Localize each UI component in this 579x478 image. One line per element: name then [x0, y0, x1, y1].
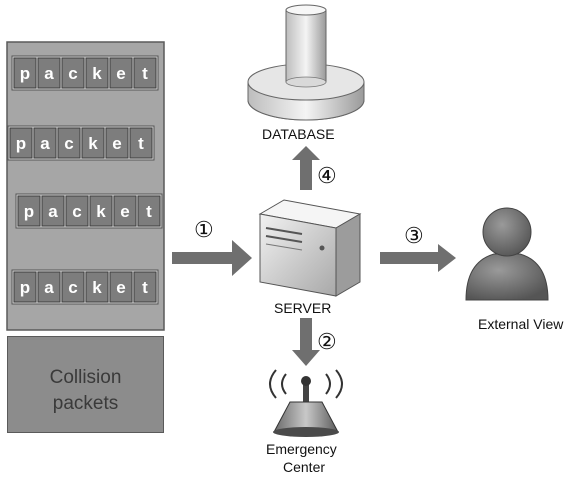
packet-tile — [17, 195, 41, 227]
packet-tile — [85, 271, 109, 303]
server-icon — [258, 199, 362, 297]
packet-tile — [85, 57, 109, 89]
packet-letter: t — [142, 278, 148, 297]
external-view-label: External View — [478, 316, 564, 332]
packet-letter: e — [116, 64, 125, 83]
database-icon — [247, 4, 365, 121]
packet-letter: c — [72, 202, 81, 221]
packet-letter: p — [24, 202, 34, 221]
packet-letter: a — [44, 64, 54, 83]
packet-letter: e — [116, 278, 125, 297]
packet-letter: a — [48, 202, 58, 221]
packet-tile — [109, 271, 133, 303]
packet-tile — [57, 127, 81, 159]
step-1-marker: ① — [194, 217, 214, 242]
collision-label-line2: packets — [52, 393, 119, 414]
packet-letter: e — [120, 202, 129, 221]
packet-letter: k — [92, 64, 102, 83]
packet-letter: k — [92, 278, 102, 297]
packet-letter: c — [68, 278, 77, 297]
packet-letter: a — [44, 278, 54, 297]
packet-tile — [113, 195, 137, 227]
packet-tile — [13, 57, 37, 89]
packet-letter: k — [96, 202, 106, 221]
packet-tile — [89, 195, 113, 227]
packet-tile — [109, 57, 133, 89]
packet-tile — [81, 127, 105, 159]
step-2-marker: ② — [317, 329, 337, 354]
packet-tile — [13, 271, 37, 303]
packet-letter: c — [64, 134, 73, 153]
packet-tile — [41, 195, 65, 227]
database-label: DATABASE — [262, 126, 335, 142]
packet-tile — [133, 57, 157, 89]
packet-letter: p — [20, 278, 30, 297]
packet-tile — [137, 195, 161, 227]
packet-letter: t — [138, 134, 144, 153]
packet-letter: a — [40, 134, 50, 153]
packet-letter: t — [146, 202, 152, 221]
packet-tile — [37, 271, 61, 303]
packet-letter: k — [88, 134, 98, 153]
packet-tile — [61, 271, 85, 303]
siren-icon — [269, 369, 343, 437]
server-label: SERVER — [274, 300, 332, 316]
emergency-center-label-line2: Center — [283, 459, 326, 475]
arrow-to-external-view — [380, 244, 456, 272]
collision-label-line1: Collision — [49, 367, 122, 388]
arrow-to-emergency-center — [292, 318, 320, 366]
arrow-to-server — [172, 240, 252, 276]
packet-tile — [9, 127, 33, 159]
packet-letter: t — [142, 64, 148, 83]
emergency-center-label-line1: Emergency — [266, 441, 337, 457]
step-3-marker: ③ — [404, 223, 424, 248]
step-4-marker: ④ — [317, 163, 337, 188]
packet-tile — [129, 127, 153, 159]
packet-letter: c — [68, 64, 77, 83]
packet-tile — [37, 57, 61, 89]
packet-tile — [33, 127, 57, 159]
packet-tile — [133, 271, 157, 303]
arrow-to-database — [292, 146, 320, 190]
collision-packets-box: Collision packets — [7, 336, 164, 433]
person-icon — [465, 207, 549, 301]
packet-letter: e — [112, 134, 121, 153]
packet-letter: p — [20, 64, 30, 83]
packet-tile — [105, 127, 129, 159]
packet-tile — [65, 195, 89, 227]
packet-tile — [61, 57, 85, 89]
packet-letter: p — [16, 134, 26, 153]
